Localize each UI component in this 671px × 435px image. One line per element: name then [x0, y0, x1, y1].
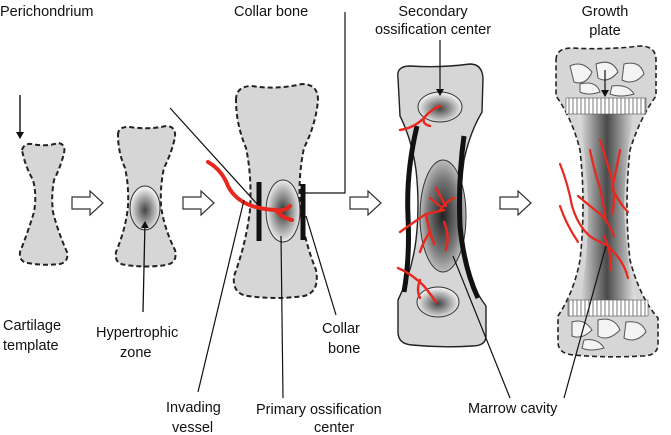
growth-epiphysis-bottom: [571, 318, 647, 351]
label-secondary-1: Secondary: [398, 4, 468, 20]
label-hypertrophic-2: zone: [120, 345, 151, 361]
label-growth-2: plate: [589, 23, 620, 39]
growth-plate-top-hatch: [565, 97, 647, 115]
secondary-collar-left: [401, 125, 420, 293]
cartilage-template-shape: [18, 141, 69, 266]
stage-secondary-ossification: [396, 40, 487, 348]
label-collar-bone-top: Collar bone: [234, 4, 308, 20]
label-collar-bone-2: bone: [328, 341, 360, 357]
label-invading-1: Invading: [166, 400, 221, 416]
secondary-collar-right: [457, 135, 481, 300]
invading-vessel-pointer: [197, 199, 245, 393]
label-primary-1: Primary ossification: [256, 402, 382, 418]
label-cartilage-2: template: [3, 338, 59, 354]
marrow-pointer-left: [452, 255, 511, 399]
growth-epiphysis-top: [569, 61, 645, 97]
stage-growth-plate: [555, 45, 659, 358]
label-primary-2: center: [314, 420, 354, 435]
progression-arrow-3: [349, 189, 382, 217]
label-hypertrophic-1: Hypertrophic: [96, 325, 178, 341]
secondary-vessels: [396, 104, 456, 304]
stage3-diagonal-pointer: [169, 107, 259, 206]
stage-primary-ossification: [169, 12, 346, 399]
stage-hypertrophic: [114, 124, 177, 313]
secondary-marrow-cavity: [419, 159, 467, 273]
label-marrow-cavity: Marrow cavity: [468, 401, 558, 417]
label-cartilage-1: Cartilage: [3, 318, 61, 334]
growth-vessels: [558, 138, 630, 280]
label-collar-bone-1: Collar: [322, 321, 360, 337]
marrow-pointer-right: [563, 245, 607, 399]
hypertrophic-arrow: [140, 221, 149, 313]
stage-cartilage-template: [16, 95, 69, 266]
secondary-center-bottom: [416, 286, 460, 318]
progression-arrow-2: [182, 189, 215, 217]
growth-plate-bottom-hatch: [567, 299, 649, 317]
progression-arrow-1: [71, 189, 104, 217]
progression-arrow-4: [499, 189, 532, 217]
invading-vessel-stage3: [206, 160, 294, 222]
label-secondary-2: ossification center: [375, 22, 491, 38]
label-growth-1: Growth: [582, 4, 629, 20]
collar-bone-bottom-pointer: [305, 215, 337, 316]
primary-center-pointer: [280, 235, 284, 399]
progression-arrows: [71, 189, 532, 217]
collar-bone-top-pointer: [304, 12, 346, 194]
label-perichondrium: Perichondrium: [0, 4, 94, 20]
label-invading-2: vessel: [172, 420, 213, 435]
